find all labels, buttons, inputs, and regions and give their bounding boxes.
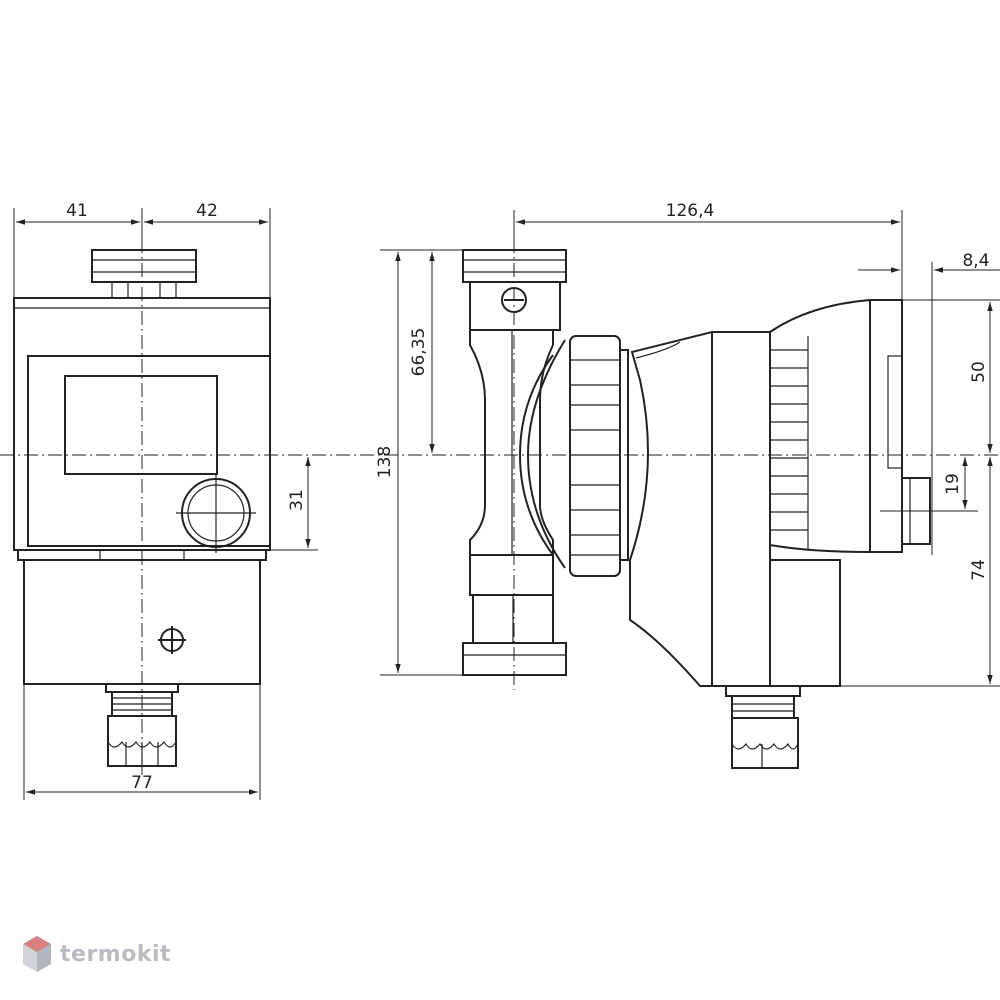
front-panel bbox=[27, 355, 271, 547]
side-dimensions: 126,4 8,4 138 66,35 50 19 74 bbox=[375, 201, 1000, 687]
side-view bbox=[462, 215, 931, 769]
dim-50: 50 bbox=[969, 361, 989, 383]
logo-icon bbox=[23, 936, 51, 972]
dim-8-4: 8,4 bbox=[962, 251, 989, 271]
display-window bbox=[64, 375, 218, 475]
dim-41: 41 bbox=[66, 201, 88, 221]
dim-138: 138 bbox=[375, 446, 395, 478]
watermark: termokit bbox=[22, 935, 171, 973]
finned-cap bbox=[769, 298, 871, 554]
front-view bbox=[13, 215, 271, 775]
watermark-text: termokit bbox=[60, 941, 172, 967]
top-nut bbox=[91, 249, 197, 283]
dim-31: 31 bbox=[287, 489, 307, 511]
dim-74: 74 bbox=[969, 559, 989, 581]
dim-126-4: 126,4 bbox=[666, 201, 715, 221]
dim-77: 77 bbox=[131, 773, 153, 793]
union-ring bbox=[569, 335, 621, 577]
dim-66-35: 66,35 bbox=[409, 328, 429, 377]
dim-19: 19 bbox=[943, 473, 963, 495]
side-terminal-box bbox=[769, 559, 841, 687]
dim-42: 42 bbox=[196, 201, 218, 221]
motor-housing bbox=[629, 330, 713, 687]
front-dimensions: 41 42 77 31 bbox=[13, 201, 318, 800]
